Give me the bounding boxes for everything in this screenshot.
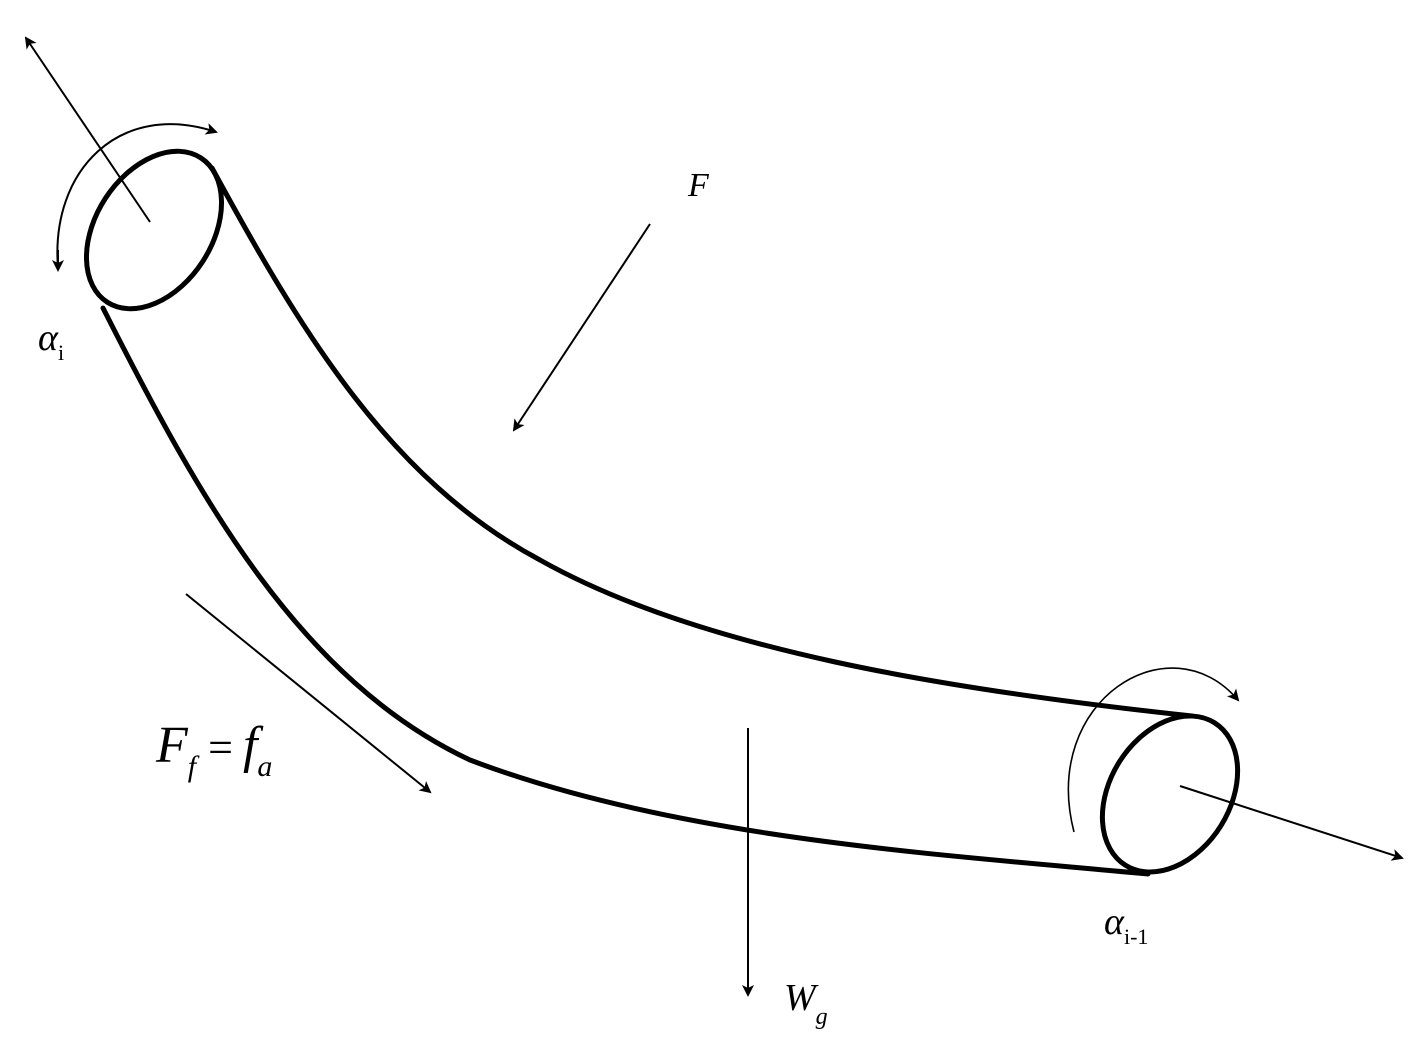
label-alpha-i: αi	[38, 317, 64, 365]
label-friction-equation: Ff=fa	[155, 717, 272, 783]
rotation-arc-lower-right	[1067, 667, 1240, 833]
friction-force-arrow	[185, 593, 432, 794]
axial-arrow-upper-left	[24, 36, 151, 223]
pipe-end-lower-right	[1099, 713, 1241, 875]
pipe-body	[100, 165, 1195, 877]
pipe-end-upper-left	[83, 148, 225, 312]
label-alpha-i-minus-1: αi-1	[1104, 901, 1148, 949]
axial-arrow-lower-right	[1179, 785, 1404, 861]
force-F-arrow	[512, 223, 651, 432]
label-W-g: Wg	[784, 977, 828, 1030]
rotation-arc-upper-left	[56, 123, 218, 269]
pipe-lower-edge	[100, 305, 1151, 877]
pipe-upper-edge	[209, 165, 1195, 719]
label-F: F	[687, 167, 710, 204]
